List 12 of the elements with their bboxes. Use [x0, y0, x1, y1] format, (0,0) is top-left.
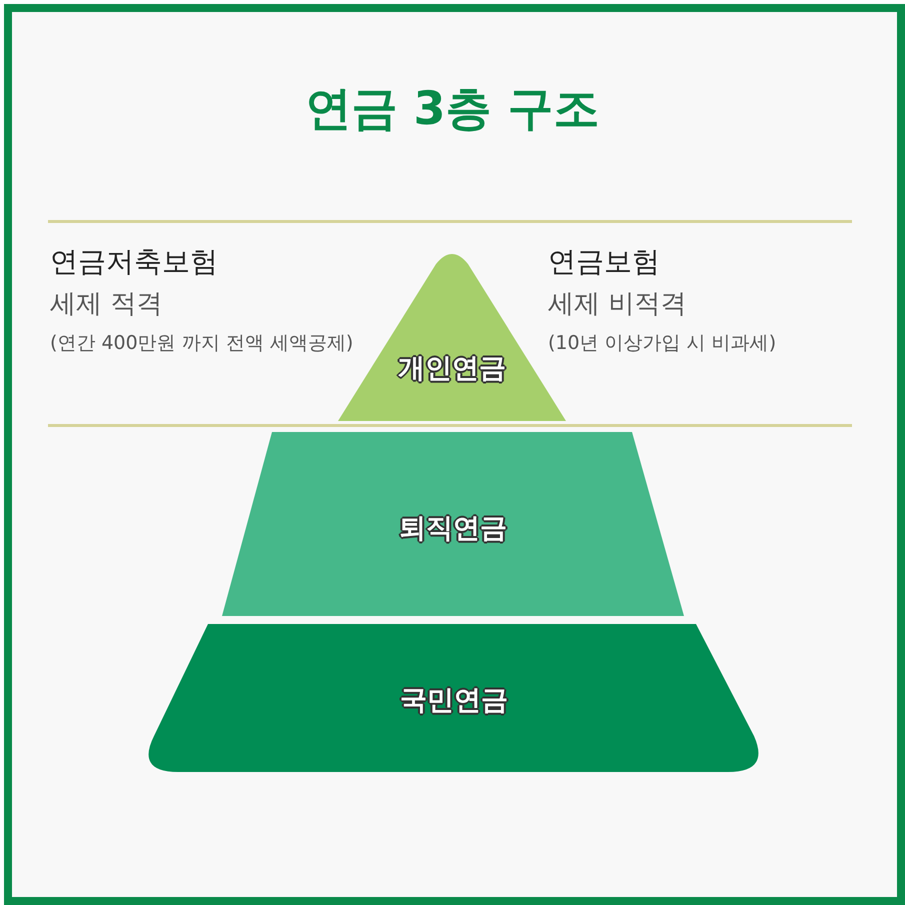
layer-label: 개인연금: [397, 352, 507, 386]
layer-label: 퇴직연금: [398, 512, 508, 546]
tax-note: (10년 이상가입 시 비과세): [548, 331, 776, 356]
tax-status: 세제 적격: [50, 288, 162, 321]
title: 연금 3층 구조: [304, 80, 601, 137]
pyramid-layer: [148, 624, 760, 773]
layer-label: 국민연금: [399, 684, 509, 718]
plan-name: 연금저축보험: [50, 244, 218, 280]
plan-name: 연금보험: [548, 244, 660, 280]
tax-note: (연간 400만원 까지 전액 세액공제): [50, 331, 354, 356]
pyramid-layer: [222, 432, 684, 616]
tax-status: 세제 비적격: [548, 288, 686, 321]
